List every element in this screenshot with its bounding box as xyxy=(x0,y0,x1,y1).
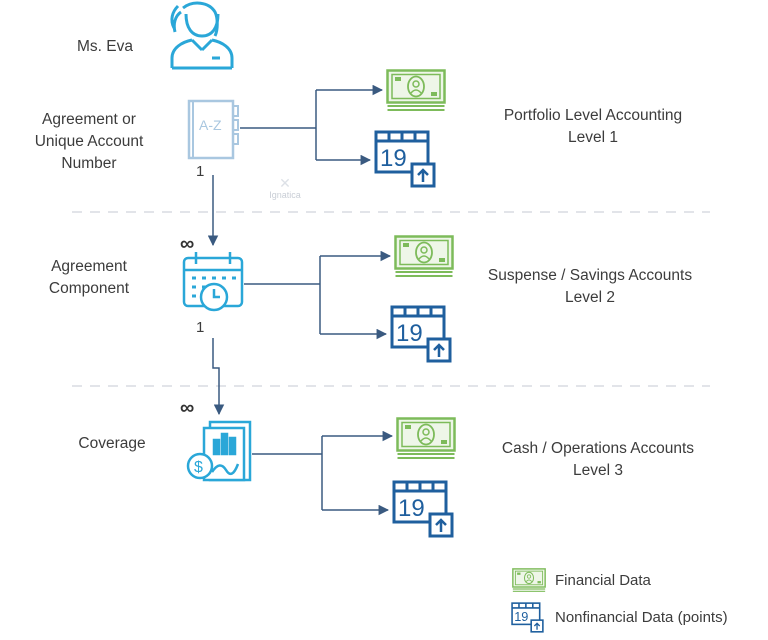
cardinality-one: 1 xyxy=(196,319,205,336)
legend-money-bill-icon xyxy=(512,568,546,592)
branch-connector xyxy=(252,430,394,516)
financial-report-icon: $ xyxy=(186,420,252,482)
money-bill-icon xyxy=(396,417,456,460)
level-label-1: Portfolio Level Accounting Level 1 xyxy=(503,107,683,146)
cardinality-many: ∞ xyxy=(180,397,195,419)
calendar-icon xyxy=(374,130,436,188)
person-name: Ms. Eva xyxy=(77,38,133,55)
level-label-2: Suspense / Savings Accounts Level 2 xyxy=(487,267,693,306)
svg-text:A-Z: A-Z xyxy=(199,117,222,133)
watermark: ✕ Ignatica xyxy=(269,175,301,200)
calendar-clock-icon xyxy=(182,252,244,312)
legend-nonfinancial-label: Nonfinancial Data (points) xyxy=(555,609,728,626)
cardinality-one: 1 xyxy=(196,163,205,180)
legend-calendar-icon xyxy=(511,602,544,633)
entity-label-coverage: Coverage xyxy=(78,435,146,452)
person-icon xyxy=(170,1,234,70)
branch-connector xyxy=(240,84,384,166)
money-bill-icon xyxy=(394,235,454,278)
cardinality-many: ∞ xyxy=(180,233,195,255)
entity-label-agreement-component: Agreement Component xyxy=(48,258,130,297)
branch-connector xyxy=(244,250,392,340)
address-book-icon: A-Z xyxy=(187,99,239,160)
calendar-icon xyxy=(390,305,452,363)
entity-label-agreement: Agreement or Unique Account Number xyxy=(34,111,144,172)
money-bill-icon xyxy=(386,69,446,112)
level-label-3: Cash / Operations Accounts Level 3 xyxy=(501,440,695,479)
legend-financial-label: Financial Data xyxy=(555,572,651,589)
svg-text:$: $ xyxy=(194,459,203,476)
relation-arrow xyxy=(212,338,225,416)
calendar-icon xyxy=(392,480,454,538)
